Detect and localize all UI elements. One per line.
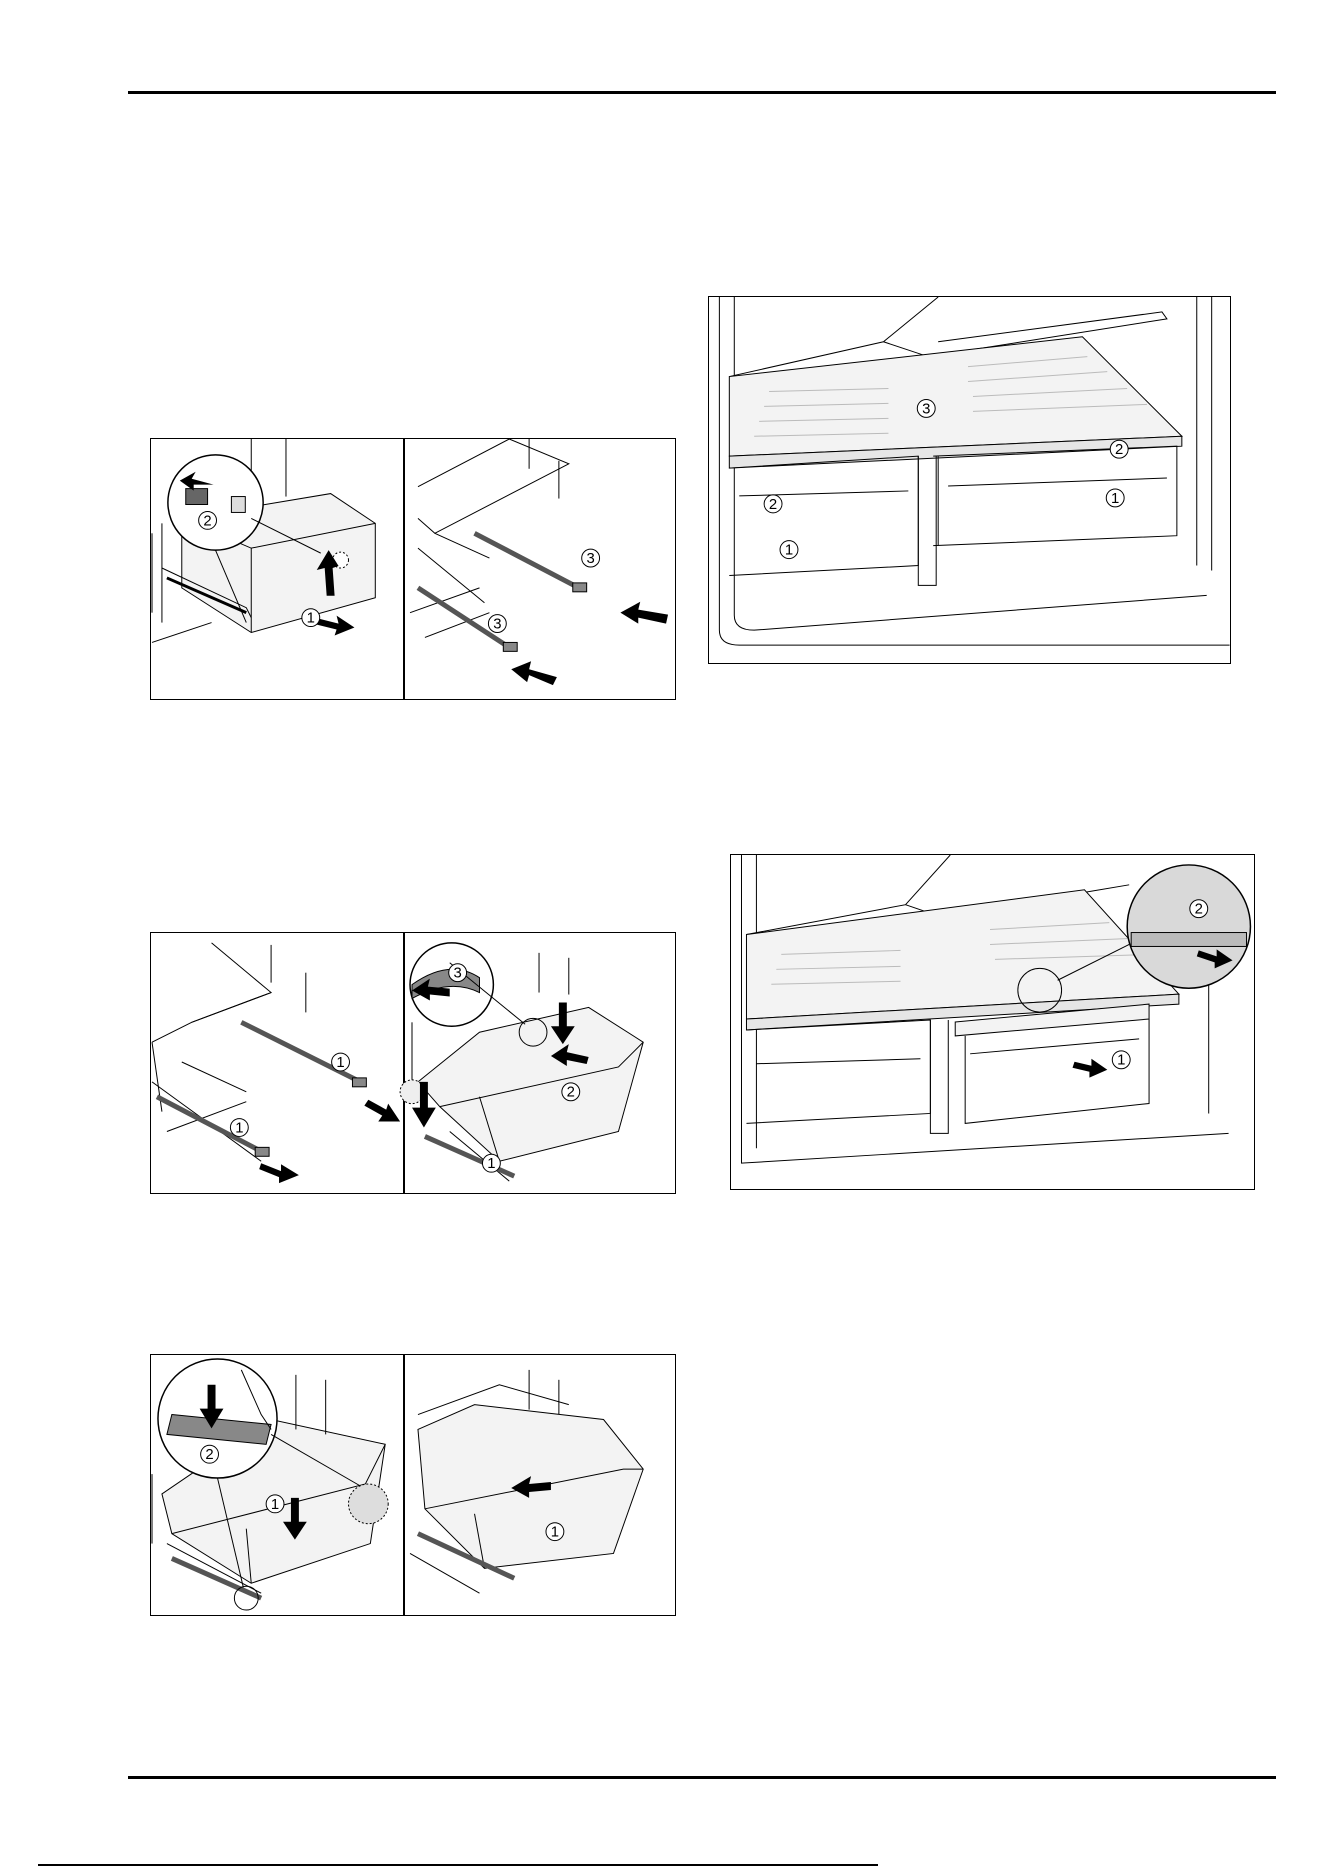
figure-drawer-insert: 3 2 1 1 1 — [150, 932, 676, 1194]
drawing-drawer-removal: 2 1 3 3 — [151, 439, 675, 699]
callout-label: 3 — [922, 401, 930, 417]
drawing-drawer-lock: 2 1 1 — [151, 1355, 675, 1615]
callout-label: 2 — [1115, 442, 1123, 458]
drawing-shelf-overview: 3 2 2 1 1 — [709, 297, 1230, 663]
callout-label: 2 — [769, 497, 777, 513]
callout-label: 1 — [271, 1497, 279, 1513]
callout-label: 1 — [1117, 1053, 1125, 1069]
arrow-icon — [620, 602, 668, 624]
drawing-shelf-cover-removal: 2 1 — [731, 855, 1254, 1189]
figure-drawer-lock: 2 1 1 — [150, 1354, 676, 1616]
callout-label: 2 — [1195, 902, 1203, 918]
arrow-icon — [511, 661, 557, 685]
callout-label: 2 — [203, 513, 211, 529]
callout-label: 1 — [551, 1525, 559, 1541]
callout-label: 1 — [307, 611, 315, 627]
magnifier-circle-icon — [168, 455, 263, 550]
callout-label: 2 — [567, 1085, 575, 1101]
callout-label: 1 — [235, 1120, 243, 1136]
callout-label: 3 — [454, 966, 462, 982]
callout-label: 3 — [493, 617, 501, 633]
footer-rule — [128, 1776, 1276, 1779]
arrow-icon — [259, 1163, 299, 1183]
footnote-rule — [38, 1864, 878, 1866]
figure-shelf-cover-removal: 2 1 — [730, 854, 1255, 1190]
magnifier-circle-icon — [1127, 865, 1250, 988]
figure-drawer-removal: 2 1 3 3 — [150, 438, 676, 700]
arrow-icon — [1073, 1059, 1108, 1078]
callout-label: 1 — [1111, 491, 1119, 507]
callout-label: 1 — [487, 1156, 495, 1172]
callout-label: 2 — [205, 1447, 213, 1463]
drawing-drawer-insert: 3 2 1 1 1 — [151, 933, 675, 1193]
callout-label: 1 — [336, 1055, 344, 1071]
arrow-icon — [364, 1100, 400, 1122]
header-rule — [128, 91, 1276, 94]
callout-label: 1 — [785, 543, 793, 559]
figure-shelf-overview: 3 2 2 1 1 — [708, 296, 1231, 664]
callout-label: 3 — [586, 551, 594, 567]
